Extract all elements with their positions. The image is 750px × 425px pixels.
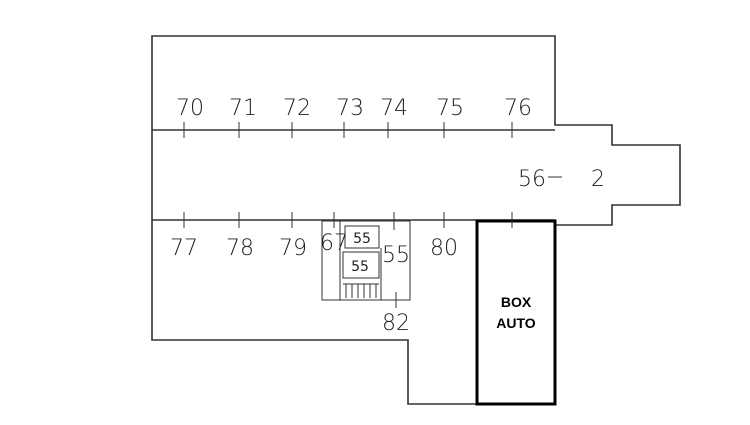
- unit-label: 73: [336, 96, 364, 121]
- unit-label-2: 2: [591, 167, 605, 192]
- unit-label: 71: [229, 96, 257, 121]
- box-auto-label: AUTO: [496, 315, 536, 331]
- unit-label: 77: [170, 236, 198, 261]
- top-unit-labels: 70 71 72 73 74 75 76: [176, 96, 532, 121]
- unit-label-82: 82: [382, 311, 410, 336]
- outer-walls: [151, 35, 681, 405]
- unit-label: 79: [279, 236, 307, 261]
- bottom-unit-labels: 77 78 79 67 80: [170, 231, 458, 261]
- unit-label-55: 55: [353, 231, 371, 247]
- unit-label: 70: [176, 96, 204, 121]
- ticks: [183, 122, 562, 308]
- unit-label: 80: [430, 236, 458, 261]
- unit-label: 67: [320, 231, 348, 256]
- unit-label: 78: [226, 236, 254, 261]
- box-auto-outline: [475, 219, 557, 406]
- unit-label-56: 56: [518, 167, 546, 192]
- box-auto-label: BOX: [501, 294, 532, 310]
- stair-core: [321, 220, 411, 301]
- unit-label: 74: [380, 96, 408, 121]
- unit-label: 72: [283, 96, 311, 121]
- unit-label-55: 55: [382, 243, 410, 268]
- unit-label-55: 55: [351, 259, 369, 275]
- unit-label: 75: [436, 96, 464, 121]
- unit-label: 76: [504, 96, 532, 121]
